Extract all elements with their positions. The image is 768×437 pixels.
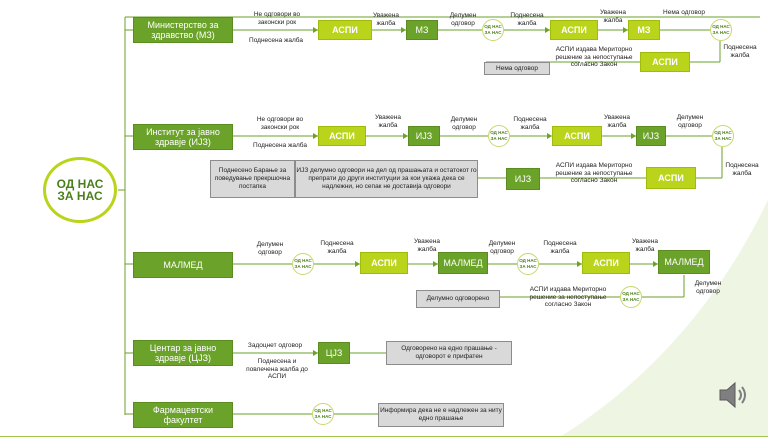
mz-label-f: Уважена жалба bbox=[600, 9, 626, 24]
ijz-label-f: Уважена жалба bbox=[604, 114, 630, 129]
ijz-label-i: Поднесена жалба bbox=[725, 162, 759, 177]
ijz-note-left: Поднесено Барање за поведување прекршочн… bbox=[210, 160, 295, 198]
malmed-label-d: Делумен одговор bbox=[488, 240, 516, 255]
ijz-label-d: Делумен одговор bbox=[450, 116, 478, 131]
branch-farm-title: Фармацевтски факултет bbox=[133, 402, 233, 428]
ijz-aspi-2: АСПИ bbox=[552, 126, 602, 146]
mz-aspi-3: АСПИ bbox=[640, 52, 690, 72]
branch-cjz-title: Центар за јавно здравје (ЦЈЗ) bbox=[133, 340, 233, 366]
malmed-label-c: Уважена жалба bbox=[414, 238, 440, 253]
malmed-label-a: Делумен одговор bbox=[256, 241, 284, 256]
mz-aspi-1: АСПИ bbox=[318, 20, 372, 40]
branch-ijz-title: Институт за јавно здравје (ИЈЗ) bbox=[133, 124, 233, 150]
ijz-label-b: Поднесена жалба bbox=[253, 142, 307, 149]
malmed-node-2: МАЛМЕД bbox=[658, 250, 710, 274]
malmed-node-1: МАЛМЕД bbox=[438, 252, 488, 274]
malmed-aspi-1: АСПИ bbox=[360, 252, 408, 274]
mz-label-b: Поднесена жалба bbox=[249, 37, 303, 44]
ijz-aspi-1: АСПИ bbox=[318, 126, 366, 146]
cjz-label-b: Поднесена и повлечена жалба до АСПИ bbox=[246, 358, 308, 380]
mz-node-1: МЗ bbox=[406, 20, 438, 40]
mz-label-h: АСПИ издава Мериторно решение за непосту… bbox=[555, 46, 633, 68]
cjz-node: ЦЈЗ bbox=[318, 342, 350, 364]
mz-label-d: Делумен одговор bbox=[449, 12, 477, 27]
malmed-label-b: Поднесена жалба bbox=[320, 240, 354, 255]
root-logo-line1: ОД НАС bbox=[56, 177, 104, 191]
malmed-partial-answer: Делумно одговорено bbox=[416, 290, 500, 308]
malmed-label-h: Делумен одговор bbox=[694, 280, 722, 295]
cjz-result: Одговорено на едно прашање - одговорот е… bbox=[386, 341, 512, 365]
malmed-label-g: АСПИ издава Мериторно решение за непосту… bbox=[529, 286, 607, 308]
ijz-aspi-3: АСПИ bbox=[646, 167, 696, 189]
ijz-node-1: ИЈЗ bbox=[408, 126, 440, 146]
ijz-label-a: Не одговори во законски рок bbox=[256, 116, 304, 131]
cjz-label-a: Задоцнет одговор bbox=[247, 342, 303, 349]
mz-aspi-2: АСПИ bbox=[550, 20, 598, 40]
malmed-label-f: Уважена жалба bbox=[632, 238, 658, 253]
branch-mz-title: Министерство за здравство (МЗ) bbox=[133, 17, 233, 43]
branch-malmed-title: МАЛМЕД bbox=[133, 252, 233, 278]
mz-label-e: Поднесена жалба bbox=[510, 12, 544, 27]
mz-label-c: Уважена жалба bbox=[373, 12, 399, 27]
farm-result: Информира дека не е надлежен за ниту едн… bbox=[378, 403, 504, 427]
malmed-aspi-2: АСПИ bbox=[582, 252, 630, 274]
speaker-icon[interactable] bbox=[716, 379, 748, 411]
ijz-node-2: ИЈЗ bbox=[636, 126, 666, 146]
mz-label-a: Не одговори во законски рок bbox=[253, 11, 301, 26]
mz-no-answer: Нема одговор bbox=[484, 62, 550, 75]
ijz-node-3: ИЈЗ bbox=[506, 168, 540, 190]
mz-node-2: МЗ bbox=[628, 20, 660, 40]
root-logo-line2: ЗА НАС bbox=[57, 189, 103, 203]
mz-label-i: Поднесена жалба bbox=[723, 44, 757, 59]
mz-label-g: Нема одговор bbox=[663, 9, 705, 16]
root-logo: ОД НАС ЗА НАС bbox=[43, 157, 117, 223]
malmed-label-e: Поднесена жалба bbox=[543, 240, 577, 255]
ijz-note-right: ИЈЗ делумно одговори на дел од прашањата… bbox=[295, 160, 478, 198]
ijz-label-c: Уважена жалба bbox=[375, 114, 401, 129]
ijz-label-e: Поднесена жалба bbox=[513, 116, 547, 131]
ijz-label-h: АСПИ издава Мериторно решение за непосту… bbox=[555, 162, 633, 184]
ijz-label-g: Делумен одговор bbox=[676, 114, 704, 129]
